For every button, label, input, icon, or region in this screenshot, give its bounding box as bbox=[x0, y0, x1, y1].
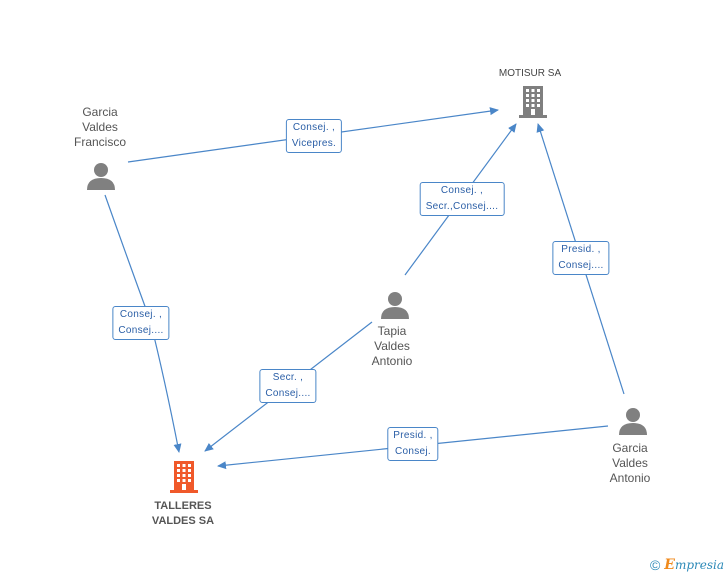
edge-role-line2: Consej. bbox=[394, 446, 432, 457]
person-icon-tapia-antonio[interactable] bbox=[380, 290, 410, 320]
person-name-line2: Valdes bbox=[612, 456, 648, 470]
company-label-talleres-line2: VALDES SA bbox=[151, 515, 215, 527]
edge-label-tapia-motisur[interactable]: Consej. , Secr.,Consej.... bbox=[419, 182, 505, 216]
company-label-talleres-line1: TALLERES bbox=[154, 500, 212, 512]
company-label-talleres[interactable]: TALLERES VALDES SA bbox=[152, 499, 214, 529]
person-name-line2: Valdes bbox=[82, 120, 118, 134]
edge-role-line1: Presid. , bbox=[393, 430, 433, 441]
person-icon-garcia-francisco[interactable] bbox=[86, 161, 116, 191]
footer-brand: © Empresia bbox=[650, 557, 724, 573]
edge-role-line1: Consej. , bbox=[119, 309, 163, 320]
edge-role-line2: Vicepres. bbox=[291, 138, 337, 149]
person-name-line3: Antonio bbox=[371, 354, 413, 368]
edge-label-antonio-talleres[interactable]: Presid. , Consej. bbox=[387, 427, 439, 461]
person-name-line1: Garcia bbox=[612, 441, 648, 455]
copyright-icon: © bbox=[649, 557, 661, 573]
person-name-line2: Valdes bbox=[374, 339, 410, 353]
person-label-tapia-antonio[interactable]: Tapia Valdes Antonio bbox=[372, 324, 413, 369]
person-name-line1: Garcia bbox=[82, 105, 118, 119]
edge-role-line1: Presid. , bbox=[561, 244, 601, 255]
edge-label-francisco-talleres[interactable]: Consej. , Consej.... bbox=[112, 306, 170, 340]
edge-label-tapia-talleres[interactable]: Secr. , Consej.... bbox=[259, 369, 317, 403]
person-name-line3: Francisco bbox=[73, 135, 127, 149]
person-name-line1: Tapia bbox=[377, 324, 407, 338]
edge-role-line2: Consej.... bbox=[558, 260, 604, 271]
company-label-motisur[interactable]: MOTISUR SA bbox=[498, 68, 562, 79]
brand-logo: Empresia bbox=[664, 557, 724, 573]
building-icon-talleres[interactable] bbox=[168, 459, 200, 495]
edge-role-line1: Secr. , bbox=[272, 372, 304, 383]
person-label-garcia-antonio[interactable]: Garcia Valdes Antonio bbox=[610, 441, 651, 486]
building-icon-motisur[interactable] bbox=[517, 84, 549, 120]
edge-label-antonio-motisur[interactable]: Presid. , Consej.... bbox=[552, 241, 610, 275]
person-icon-garcia-antonio[interactable] bbox=[618, 406, 648, 436]
edge-role-line2: Secr.,Consej.... bbox=[425, 201, 499, 212]
edge-role-line1: Consej. , bbox=[292, 122, 336, 133]
edge-role-line1: Consej. , bbox=[440, 185, 484, 196]
person-label-garcia-francisco[interactable]: Garcia Valdes Francisco bbox=[74, 105, 126, 150]
edge-label-francisco-motisur[interactable]: Consej. , Vicepres. bbox=[285, 119, 343, 153]
person-name-line3: Antonio bbox=[609, 471, 651, 485]
edge-role-line2: Consej.... bbox=[118, 325, 164, 336]
edge-role-line2: Consej.... bbox=[265, 388, 311, 399]
